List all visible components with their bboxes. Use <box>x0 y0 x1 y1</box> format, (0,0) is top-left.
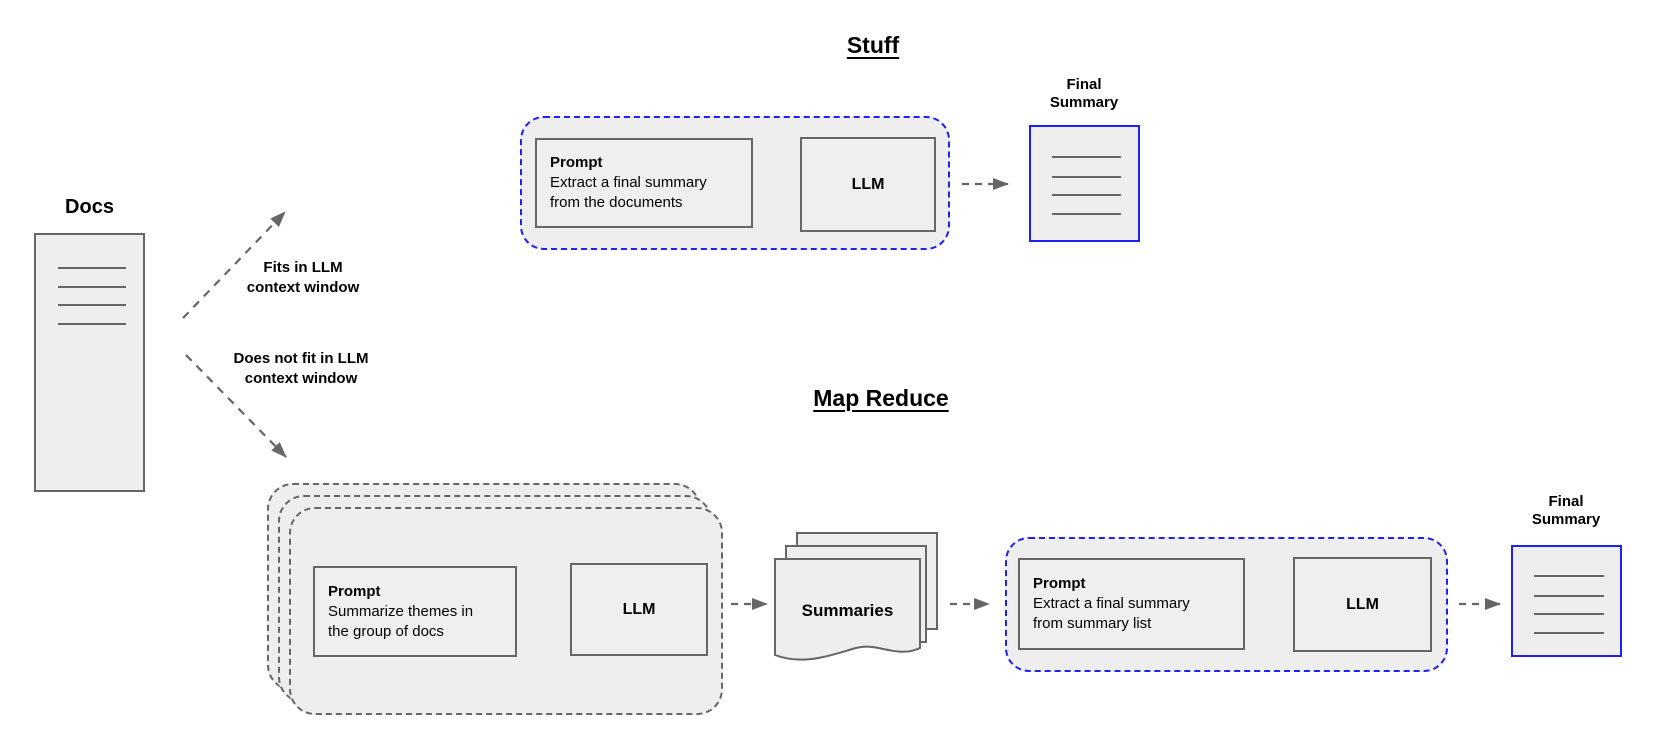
final-label-line1: Final <box>1548 493 1584 510</box>
map-prompt-line1: Summarize themes in <box>328 602 474 620</box>
reduce-final-summary-doc <box>1511 545 1622 657</box>
map-prompt-line2: the group of docs <box>328 622 444 640</box>
reduce-llm-label: LLM <box>1346 595 1379 613</box>
doc-text-line <box>58 267 126 269</box>
reduce-llm-box: LLM <box>1293 557 1432 652</box>
doc-text-line <box>1052 176 1121 178</box>
doc-text-line <box>1534 613 1604 615</box>
arrow-fits-branch <box>182 211 286 319</box>
label-fits-in-context: Fits in LLM context window <box>203 258 403 298</box>
label-nofit-line1: Does not fit in LLM <box>233 350 369 367</box>
reduce-final-summary-label: Final Summary <box>1506 493 1626 529</box>
doc-text-line <box>58 304 126 306</box>
summaries-stack-icon <box>774 532 938 661</box>
stuff-llm-label: LLM <box>851 175 885 193</box>
doc-text-line <box>1052 194 1121 196</box>
final-label-line2: Summary <box>1049 94 1119 111</box>
doc-text-line <box>58 323 126 325</box>
reduce-prompt-box: Prompt Extract a final summary from summ… <box>1018 558 1245 650</box>
map-prompt-box: Prompt Summarize themes in the group of … <box>313 566 517 657</box>
reduce-prompt-line1: Extract a final summary <box>1033 595 1190 612</box>
stuff-prompt-line2: from the documents <box>550 194 683 211</box>
label-fits-line1: Fits in LLM <box>263 259 343 276</box>
label-does-not-fit: Does not fit in LLM context window <box>201 349 401 389</box>
label-fits-line2: context window <box>246 279 360 296</box>
final-label-line1: Final <box>1066 76 1102 93</box>
map-llm-label: LLM <box>622 600 656 618</box>
doc-text-line <box>1052 213 1121 215</box>
stuff-llm-box: LLM <box>800 137 936 232</box>
final-label-line2: Summary <box>1531 511 1601 528</box>
reduce-prompt-line2: from summary list <box>1033 615 1152 632</box>
doc-text-line <box>1534 595 1604 597</box>
docs-label: Docs <box>65 196 114 218</box>
doc-text-line <box>1052 156 1121 158</box>
map-prompt-heading: Prompt <box>328 582 381 600</box>
stuff-prompt-heading: Prompt <box>550 154 603 171</box>
stuff-final-summary-doc <box>1029 125 1140 242</box>
stuff-prompt-box: Prompt Extract a final summary from the … <box>535 138 753 228</box>
map-reduce-title: Map Reduce <box>813 385 949 411</box>
stuff-title: Stuff <box>846 32 900 58</box>
doc-text-line <box>1534 575 1604 577</box>
stuff-prompt-line1: Extract a final summary <box>550 174 707 191</box>
docs-icon <box>34 233 145 492</box>
map-llm-box: LLM <box>570 563 708 656</box>
stuff-final-summary-label: Final Summary <box>1024 76 1144 112</box>
doc-text-line <box>58 286 126 288</box>
reduce-prompt-heading: Prompt <box>1033 575 1086 592</box>
label-nofit-line2: context window <box>244 370 358 387</box>
summaries-label: Summaries <box>801 601 894 620</box>
doc-text-line <box>1534 632 1604 634</box>
